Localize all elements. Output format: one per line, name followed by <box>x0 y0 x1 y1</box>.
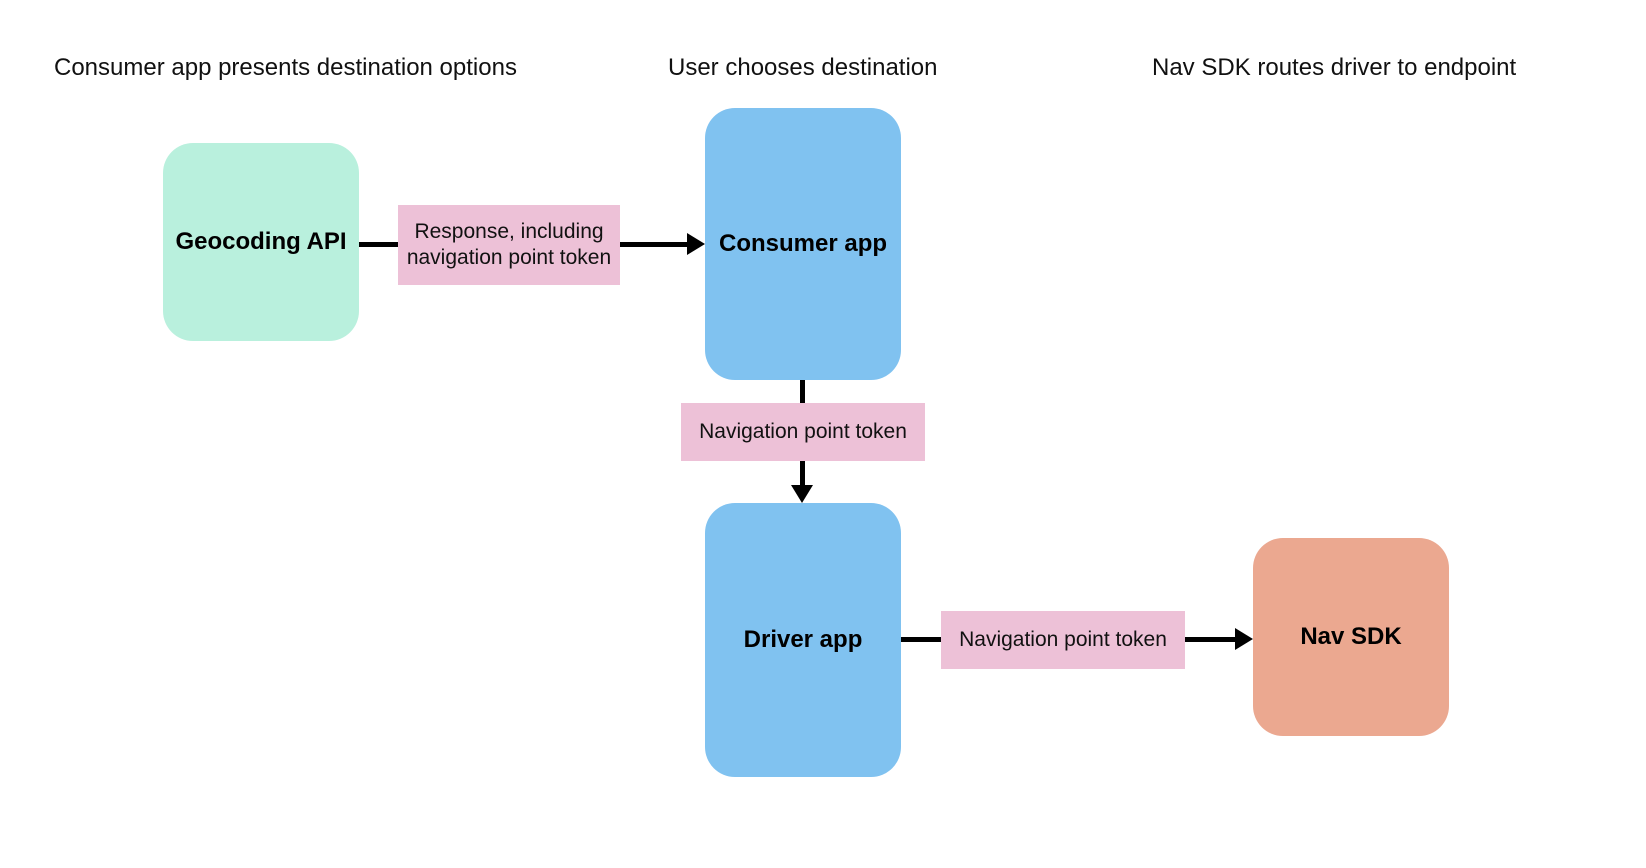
edge-label-navigation-point-token-driver-navsdk: Navigation point token <box>941 611 1185 669</box>
node-nav-sdk-label: Nav SDK <box>1300 623 1402 650</box>
arrowhead-right-icon <box>1235 628 1253 650</box>
edge-label-response-including-navigation-point-token: Response, including navigation point tok… <box>398 205 620 285</box>
edge-label-navigation-point-token-text: Navigation point token <box>699 420 907 443</box>
column-header-consumer-app: Consumer app presents destination option… <box>54 54 517 81</box>
edge-label-response-text: Response, including navigation point tok… <box>406 220 612 269</box>
node-geocoding-api-label: Geocoding API <box>175 228 347 255</box>
node-driver-app-label: Driver app <box>743 626 863 653</box>
column-header-user-chooses: User chooses destination <box>668 54 938 81</box>
node-driver-app[interactable]: Driver app <box>705 503 901 777</box>
column-header-nav-sdk: Nav SDK routes driver to endpoint <box>1152 54 1517 81</box>
arrowhead-down-icon <box>791 485 813 503</box>
node-consumer-app-label: Consumer app <box>718 230 888 257</box>
edge-label-navigation-point-token-consumer-driver: Navigation point token <box>681 403 925 461</box>
node-nav-sdk[interactable]: Nav SDK <box>1253 538 1449 736</box>
arrowhead-right-icon <box>687 233 705 255</box>
node-geocoding-api[interactable]: Geocoding API <box>163 143 359 341</box>
edge-label-navigation-point-token-text: Navigation point token <box>959 628 1167 651</box>
node-consumer-app[interactable]: Consumer app <box>705 108 901 380</box>
